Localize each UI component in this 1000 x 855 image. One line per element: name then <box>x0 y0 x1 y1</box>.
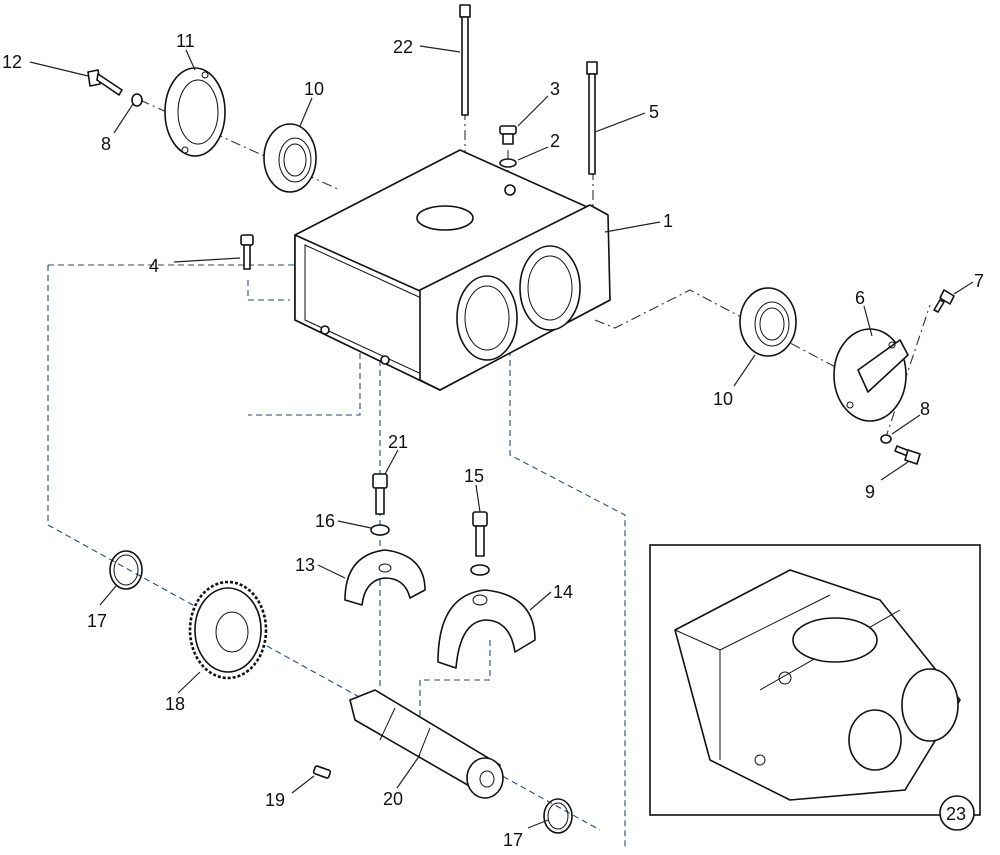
callout-13: 13 <box>295 555 315 575</box>
cover-6 <box>833 328 909 422</box>
cover-flange-11 <box>164 67 226 157</box>
washer-2 <box>499 158 517 168</box>
bearing-half-14 <box>437 589 536 669</box>
callout-21: 21 <box>388 432 408 452</box>
long-bolt-22 <box>459 4 471 116</box>
washer-8-top <box>131 93 143 107</box>
callout-4: 4 <box>149 256 159 276</box>
callout-11: 11 <box>176 31 195 51</box>
callout-18: 18 <box>165 694 185 714</box>
gear-18 <box>188 580 268 680</box>
callout-12: 12 <box>2 52 22 72</box>
callout-17-left: 17 <box>87 611 107 631</box>
callout-19: 19 <box>265 790 285 810</box>
screw-21 <box>372 473 388 515</box>
callout-23: 23 <box>946 804 966 824</box>
callout-6: 6 <box>855 288 865 308</box>
shaft-20 <box>349 689 504 799</box>
bearing-10-left <box>263 123 317 193</box>
snap-ring-17-left <box>109 550 143 590</box>
key-19 <box>312 765 332 779</box>
assembled-view-inset <box>649 544 981 831</box>
callout-10-left: 10 <box>304 79 324 99</box>
inset-number-circle <box>939 795 975 831</box>
callout-20: 20 <box>383 789 403 809</box>
leader-lines <box>29 45 974 829</box>
washer-15 <box>470 564 490 576</box>
plug-3 <box>499 125 517 145</box>
callout-5: 5 <box>649 102 659 122</box>
screw-12 <box>87 69 123 96</box>
callout-8-right: 8 <box>920 399 930 419</box>
callout-7: 7 <box>974 271 984 291</box>
callout-8-top: 8 <box>101 134 111 154</box>
callout-17-right: 17 <box>503 830 523 850</box>
washer-16 <box>370 524 390 536</box>
long-bolt-5 <box>586 61 598 175</box>
callout-1: 1 <box>663 211 673 231</box>
callout-2: 2 <box>550 131 560 151</box>
bearing-half-13 <box>344 549 426 606</box>
snap-ring-17-right <box>543 798 573 834</box>
callout-3: 3 <box>550 79 560 99</box>
screw-9 <box>894 445 921 465</box>
bearing-10-right <box>739 287 797 357</box>
screw-15 <box>472 511 488 557</box>
callout-14: 14 <box>553 582 573 602</box>
callout-16: 16 <box>315 511 335 531</box>
washer-8-right <box>880 434 892 444</box>
callout-9: 9 <box>865 482 875 502</box>
pump-housing <box>294 149 611 391</box>
callout-10-right: 10 <box>713 389 733 409</box>
screw-7 <box>933 289 955 313</box>
callout-15: 15 <box>464 466 484 486</box>
screw-4 <box>240 234 254 270</box>
callout-numbers: 12 11 8 10 22 3 2 5 1 4 7 6 10 8 9 21 15… <box>2 31 984 850</box>
callout-22: 22 <box>393 37 413 57</box>
